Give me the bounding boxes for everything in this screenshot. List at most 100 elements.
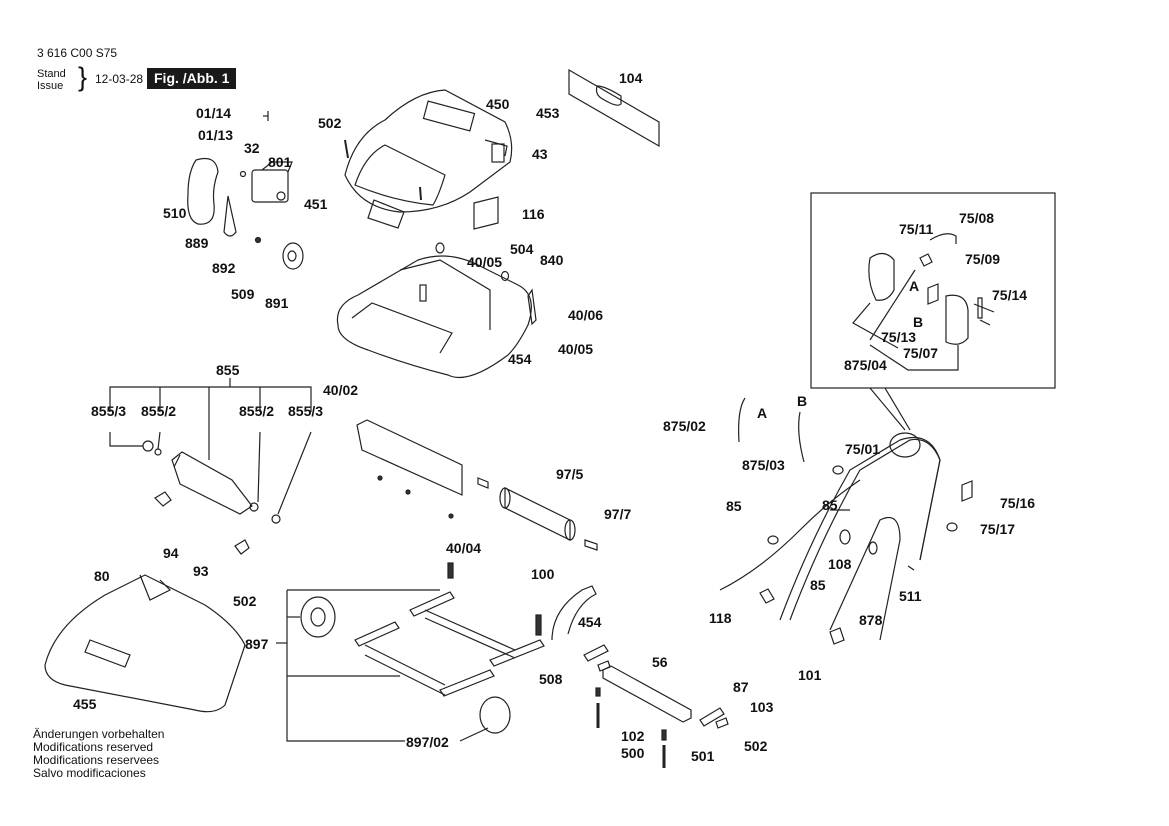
part-label: 85	[822, 497, 838, 513]
part-label: 118	[709, 610, 732, 626]
brace-glyph: }	[78, 62, 88, 92]
handle-drawing	[719, 397, 973, 645]
part-label: 75/17	[980, 521, 1016, 537]
bracket-40-02-drawing	[356, 419, 463, 519]
part-label: 502	[233, 593, 257, 609]
part-label: 875/02	[663, 418, 706, 434]
panel-104-drawing	[568, 68, 660, 148]
issue-label: Issue	[37, 80, 64, 92]
blade-56-drawing	[583, 644, 729, 768]
part-label: 801	[268, 154, 292, 170]
part-label: 875/03	[742, 457, 785, 473]
part-label: 451	[304, 196, 328, 212]
part-label: 892	[212, 260, 236, 276]
part-label: 75/13	[881, 329, 917, 345]
inset-switch-drawing	[852, 233, 995, 371]
figure-badge: Fig. /Abb. 1	[147, 68, 237, 89]
part-label: 56	[652, 654, 668, 670]
part-label: B	[797, 393, 808, 409]
part-label: 108	[828, 556, 852, 572]
part-label: 75/09	[965, 251, 1001, 267]
part-label: 75/11	[899, 221, 934, 237]
part-label: 85	[810, 577, 826, 593]
part-label: 80	[94, 568, 110, 584]
note-de: Änderungen vorbehalten	[33, 727, 165, 741]
part-label: 450	[486, 96, 510, 112]
part-label: 75/01	[845, 441, 881, 457]
issue-date: 12-03-28	[95, 72, 144, 86]
part-label: 511	[899, 588, 922, 604]
part-label: 40/02	[323, 382, 359, 398]
part-label: 32	[244, 140, 260, 156]
hood-cover-drawing	[344, 89, 513, 229]
note-es: Salvo modificaciones	[33, 766, 146, 780]
part-label: 455	[73, 696, 97, 712]
part-label: 93	[193, 563, 209, 579]
part-label: 40/05	[467, 254, 503, 270]
note-en: Modifications reserved	[33, 740, 154, 754]
stand-issue-label: Stand Issue	[37, 68, 66, 92]
part-label: 500	[621, 745, 645, 761]
part-label: 100	[531, 566, 555, 582]
part-label: 454	[578, 614, 602, 630]
part-label: 40/05	[558, 341, 594, 357]
part-label: 454	[508, 351, 532, 367]
part-label: A	[909, 278, 920, 294]
part-label: 75/14	[992, 287, 1028, 303]
part-label: 87	[733, 679, 749, 695]
part-label: 891	[265, 295, 289, 311]
grass-box-80-drawing	[44, 574, 246, 713]
motor-assembly-drawing	[187, 111, 304, 270]
part-label: 875/04	[844, 357, 887, 373]
part-label: 502	[744, 738, 768, 754]
part-label: 97/5	[556, 466, 584, 482]
axle-frame-drawing	[276, 562, 597, 742]
modification-notice: Änderungen vorbehalten Modifications res…	[33, 728, 164, 780]
part-label: 509	[231, 286, 255, 302]
roller-97-5-drawing	[477, 477, 598, 551]
part-label: 897	[245, 636, 269, 652]
guide-855-drawing	[109, 378, 312, 555]
part-label: 97/7	[604, 506, 632, 522]
part-label: 504	[510, 241, 534, 257]
part-label: 40/04	[446, 540, 482, 556]
part-label: 502	[318, 115, 342, 131]
part-label: 94	[163, 545, 179, 561]
part-label: 855	[216, 362, 240, 378]
part-label: 85	[726, 498, 742, 514]
part-label: 855/2	[141, 403, 177, 419]
part-label: 840	[540, 252, 564, 268]
part-label: 75/08	[959, 210, 995, 226]
part-label: 40/06	[568, 307, 604, 323]
part-label: 101	[798, 667, 822, 683]
filter-116-drawing	[473, 196, 499, 230]
part-label: 855/2	[239, 403, 275, 419]
part-label: A	[757, 405, 768, 421]
part-label: 75/16	[1000, 495, 1036, 511]
part-label: 116	[522, 206, 545, 222]
part-label: 01/13	[198, 127, 234, 143]
stand-label: Stand	[37, 68, 66, 80]
part-label: 510	[163, 205, 187, 221]
inset-frame	[810, 192, 1056, 389]
part-label: 855/3	[91, 403, 127, 419]
part-label: 43	[532, 146, 548, 162]
part-label: 103	[750, 699, 774, 715]
part-label: 889	[185, 235, 209, 251]
part-label: 01/14	[196, 105, 232, 121]
part-label: 453	[536, 105, 560, 121]
part-label: 897/02	[406, 734, 449, 750]
part-label: 104	[619, 70, 643, 86]
document-code: 3 616 C00 S75	[37, 46, 118, 60]
part-label: 855/3	[288, 403, 324, 419]
part-label: 508	[539, 671, 563, 687]
part-label: 878	[859, 612, 883, 628]
note-fr: Modifications reservees	[33, 753, 160, 767]
part-label: 102	[621, 728, 645, 744]
part-label: 501	[691, 748, 715, 764]
part-label: B	[913, 314, 924, 330]
part-label: 75/07	[903, 345, 939, 361]
housing-base-drawing	[336, 242, 537, 379]
